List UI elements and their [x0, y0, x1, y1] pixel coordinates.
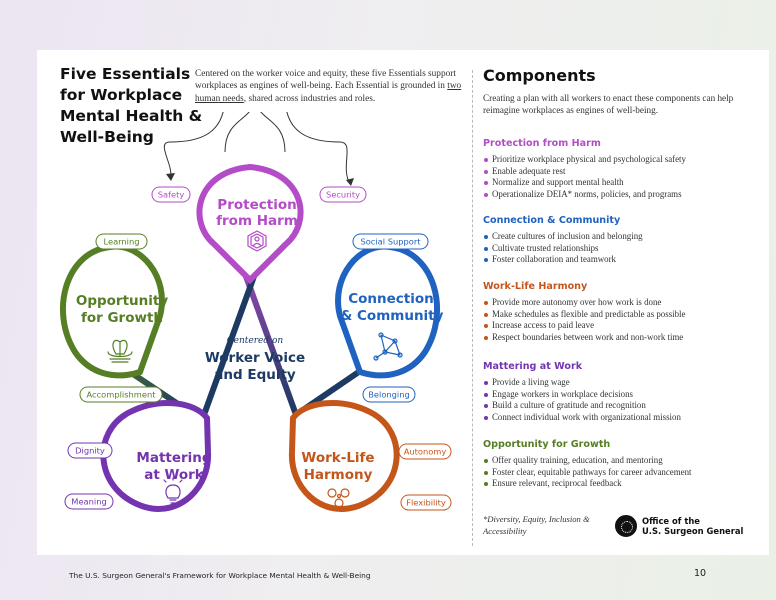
shield-person-icon	[247, 230, 267, 252]
center-sub: Centered on	[227, 336, 284, 346]
protection-title-2: from Harm	[216, 213, 298, 229]
section-worklife: Work-Life Harmony Provide more autonomy …	[483, 281, 758, 343]
need-belonging: Belonging	[368, 390, 410, 400]
list-item: Offer quality training, education, and m…	[483, 455, 758, 467]
connection-title-2: & Community	[341, 308, 444, 324]
protection-title-1: Protection	[217, 197, 296, 213]
bracket-curve-left	[224, 112, 250, 153]
intro-text: Centered on the worker voice and equity,…	[195, 68, 465, 105]
bracket-curve-right	[260, 112, 286, 153]
list-item: Ensure relevant, reciprocal feedback	[483, 478, 758, 490]
connection-title-1: Connection	[348, 291, 434, 307]
section-heading: Mattering at Work	[483, 361, 583, 372]
loop-worklife	[288, 400, 400, 512]
logo-text: Office of the U.S. Surgeon General	[642, 516, 744, 536]
page-title: Five Essentials for Workplace Mental Hea…	[60, 65, 203, 146]
list-item: Prioritize workplace physical and psycho…	[483, 154, 758, 166]
need-badge-autonomy	[398, 443, 452, 460]
mattering-title-1: Mattering	[136, 450, 211, 466]
section-mattering: Mattering at Work Provide a living wage …	[483, 361, 758, 423]
list-item: Make schedules as flexible and predictab…	[483, 309, 758, 321]
need-badge-accomplishment	[79, 386, 163, 403]
list-item: Increase access to paid leave	[483, 320, 758, 332]
arrow-to-security	[286, 112, 351, 185]
section-heading: Protection from Harm	[483, 138, 601, 149]
need-badge-safety	[151, 186, 191, 203]
arrowhead-security	[346, 178, 354, 186]
intro-before: Centered on the worker voice and equity,…	[195, 69, 456, 92]
sprout-hands-icon	[107, 339, 133, 363]
center-title-2: and Equity	[214, 367, 296, 383]
network-icon	[373, 332, 403, 361]
section-heading: Work-Life Harmony	[483, 281, 588, 292]
lightbulb-icon	[163, 477, 183, 504]
list-item: Normalize and support mental health	[483, 177, 758, 189]
need-badge-learning	[95, 233, 148, 250]
seal-icon	[615, 515, 637, 537]
need-flexibility: Flexibility	[406, 498, 446, 508]
need-badge-flexibility	[400, 494, 452, 511]
growth-title-2: for Growth	[81, 310, 163, 326]
intro-after: , shared across industries and roles.	[243, 93, 376, 104]
arrowhead-safety	[166, 173, 175, 181]
section-connection: Connection & Community Create cultures o…	[483, 215, 758, 266]
center-title-1: Worker Voice	[205, 350, 305, 366]
social-gears-icon	[327, 488, 350, 508]
list-item: Respect boundaries between work and non-…	[483, 332, 758, 344]
list-item: Engage workers in workplace decisions	[483, 389, 758, 401]
loop-protection	[196, 163, 304, 285]
need-safety: Safety	[158, 190, 185, 200]
need-learning: Learning	[103, 237, 139, 247]
worklife-title-2: Harmony	[304, 467, 373, 483]
need-meaning: Meaning	[71, 497, 106, 507]
footnote: *Diversity, Equity, Inclusion & Accessib…	[483, 514, 590, 536]
loop-connection	[335, 243, 441, 379]
components-intro: Creating a plan with all workers to enac…	[483, 93, 734, 115]
loop-mattering	[100, 400, 212, 512]
list-item: Build a culture of gratitude and recogni…	[483, 400, 758, 412]
growth-title-1: Opportunity	[76, 293, 168, 309]
loop-growth	[59, 243, 165, 379]
section-heading: Connection & Community	[483, 215, 621, 226]
bracket-arrows	[163, 112, 351, 185]
mattering-title-2: at Work	[144, 467, 205, 483]
arrow-to-safety	[163, 112, 224, 179]
list-item: Provide a living wage	[483, 377, 758, 389]
list-item: Create cultures of inclusion and belongi…	[483, 231, 758, 243]
section-heading: Opportunity for Growth	[483, 439, 611, 450]
section-protection: Protection from Harm Prioritize workplac…	[483, 138, 758, 200]
surgeon-general-logo: Office of the U.S. Surgeon General	[615, 515, 765, 541]
section-growth: Opportunity for Growth Offer quality tra…	[483, 439, 758, 490]
five-essentials-diagram: Protection from Harm Connection & Commun…	[59, 112, 452, 512]
need-badge-security	[319, 186, 367, 203]
need-badge-meaning	[64, 493, 114, 510]
intro-needs: two human needs	[195, 81, 462, 104]
list-item: Foster clear, equitable pathways for car…	[483, 467, 758, 479]
list-item: Cultivate trusted relationships	[483, 243, 758, 255]
need-social-support: Social Support	[360, 237, 421, 247]
worklife-title-1: Work-Life	[301, 450, 374, 466]
list-item: Connect individual work with organizatio…	[483, 412, 758, 424]
list-item: Operationalize DEIA* norms, policies, an…	[483, 189, 758, 201]
need-accomplishment: Accomplishment	[87, 390, 157, 400]
need-autonomy: Autonomy	[404, 447, 447, 457]
page-number: 10	[694, 568, 707, 579]
components-title: Components	[483, 66, 596, 85]
need-labels: Safety Security Social Support Belonging…	[64, 186, 452, 511]
need-dignity: Dignity	[75, 446, 105, 456]
list-item: Provide more autonomy over how work is d…	[483, 297, 758, 309]
footer-title: The U.S. Surgeon General's Framework for…	[69, 571, 371, 580]
need-badge-social-support	[352, 233, 429, 250]
need-badge-belonging	[362, 386, 416, 403]
list-item: Enable adequate rest	[483, 166, 758, 178]
need-badge-dignity	[67, 442, 113, 459]
column-divider	[472, 70, 473, 546]
list-item: Foster collaboration and teamwork	[483, 254, 758, 266]
need-security: Security	[326, 190, 360, 200]
